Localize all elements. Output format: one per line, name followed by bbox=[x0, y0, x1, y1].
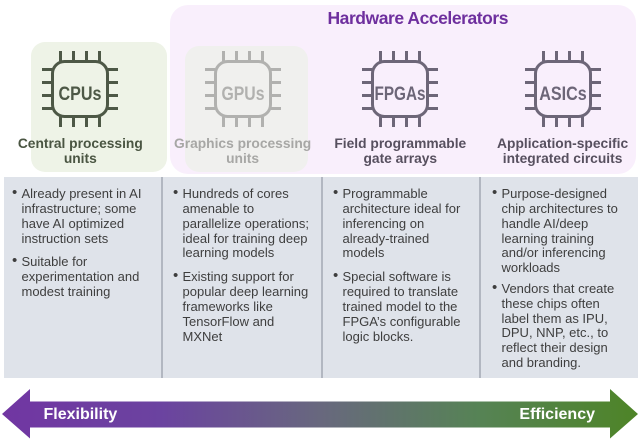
svg-text:ASICs: ASICs bbox=[539, 84, 587, 105]
svg-text:GPUs: GPUs bbox=[221, 84, 264, 105]
svg-text:FPGAs: FPGAs bbox=[375, 84, 426, 105]
svg-text:CPUs: CPUs bbox=[59, 84, 102, 105]
